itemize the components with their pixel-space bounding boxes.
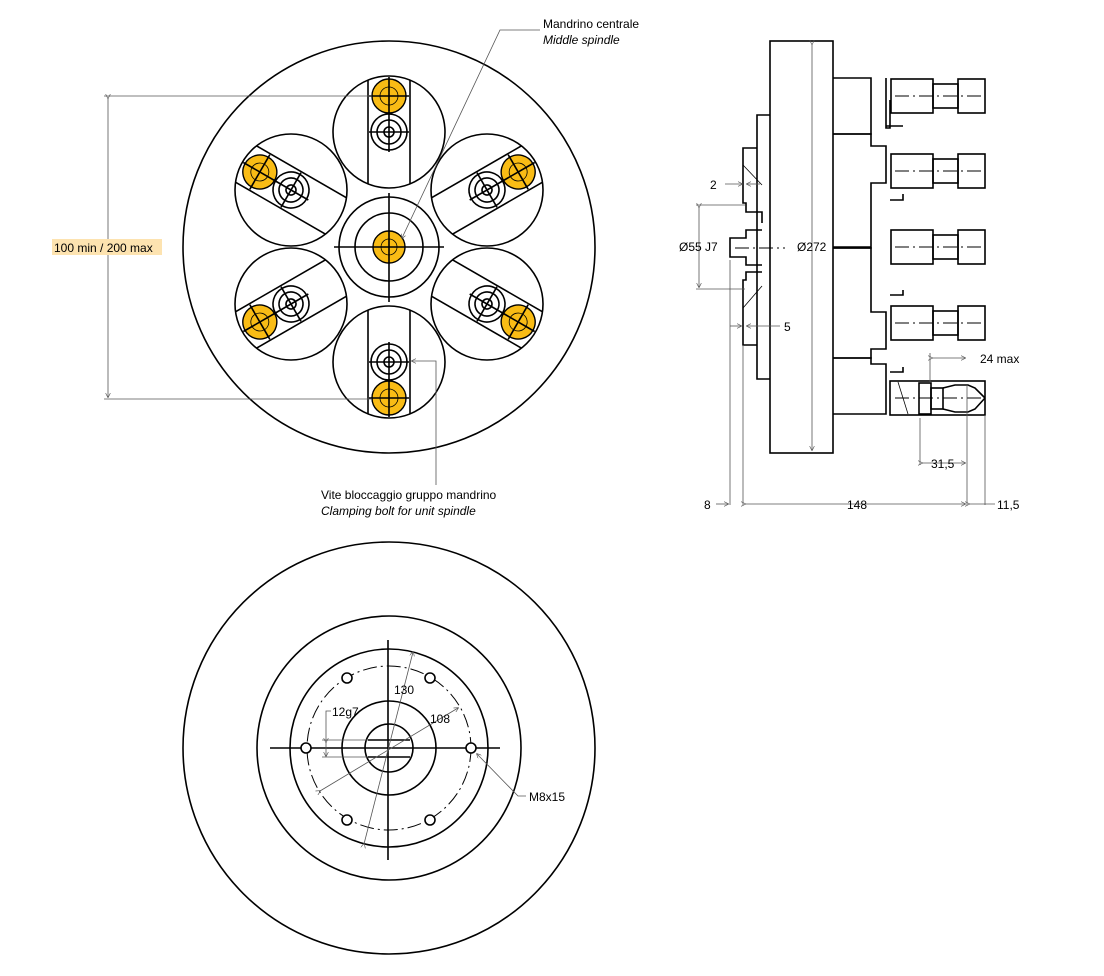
- dim-24-max: 24 max: [980, 352, 1019, 366]
- dim-bore: Ø55 J7: [679, 240, 718, 254]
- dim-thread: M8x15: [529, 790, 565, 804]
- callout-middle-spindle-it: Mandrino centrale: [543, 17, 639, 31]
- dim-8: 8: [704, 498, 711, 512]
- range-label-background: [52, 239, 162, 255]
- front-view: [52, 29, 596, 485]
- middle-spindle: [334, 193, 444, 302]
- dim-5: 5: [784, 320, 791, 334]
- dim-130: 130: [394, 683, 414, 697]
- dim-2: 2: [710, 178, 717, 192]
- dim-12g7: 12g7: [332, 705, 359, 719]
- side-view: [696, 41, 995, 505]
- dim-108: 108: [430, 712, 450, 726]
- dim-disc-diameter: Ø272: [797, 240, 827, 254]
- dim-11-5: 11,5: [997, 498, 1020, 512]
- rear-view: [182, 541, 596, 955]
- callout-middle-spindle-en: Middle spindle: [543, 33, 620, 47]
- callout-clamping-bolt-it: Vite bloccaggio gruppo mandrino: [321, 488, 497, 502]
- dim-31-5: 31,5: [931, 457, 955, 471]
- callout-clamping-bolt-en: Clamping bolt for unit spindle: [321, 504, 476, 518]
- bolt-holes: [300, 672, 477, 826]
- range-dimension-label: 100 min / 200 max: [54, 241, 153, 255]
- unit-circles: [234, 75, 544, 419]
- dim-148: 148: [847, 498, 867, 512]
